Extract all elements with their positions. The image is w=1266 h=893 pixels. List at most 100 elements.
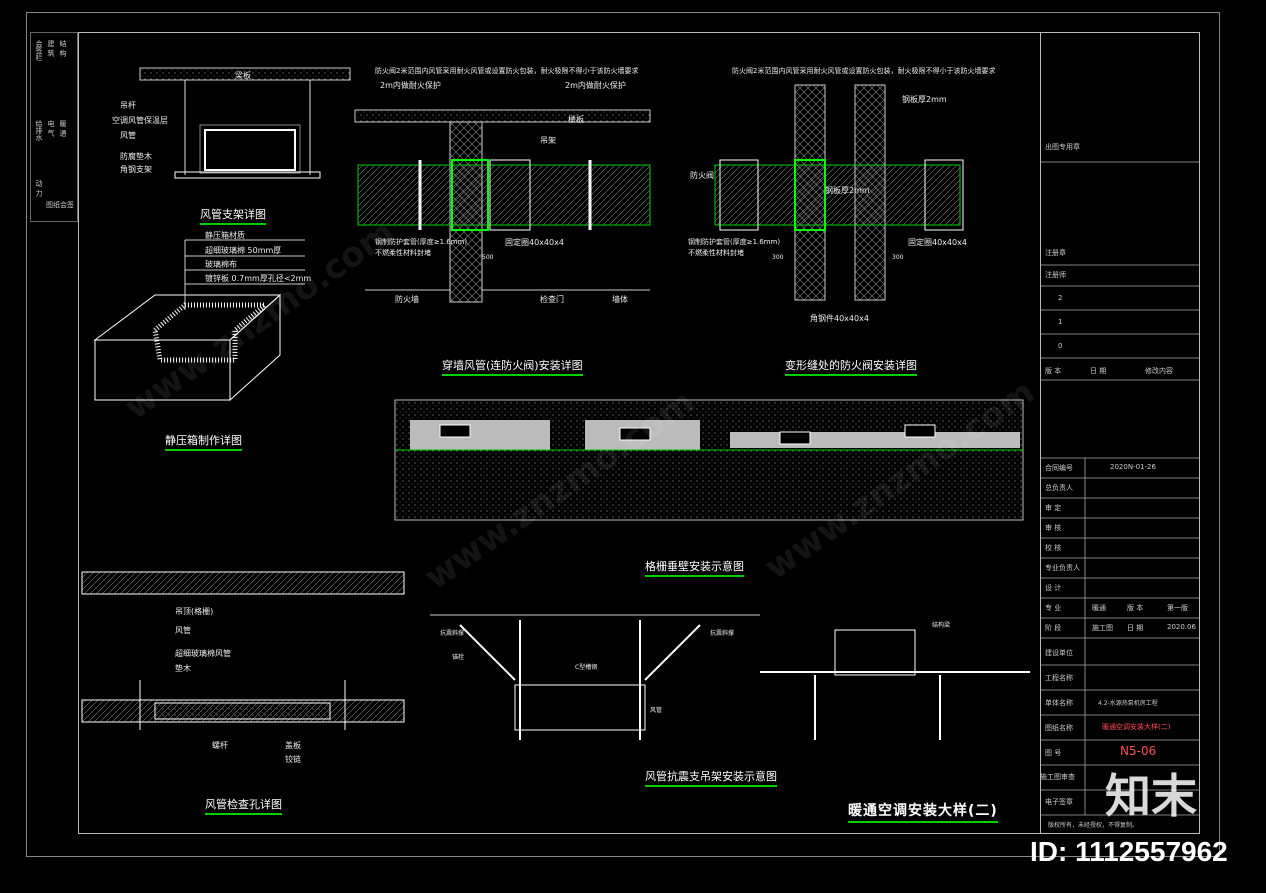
label-insul-thick: 超细玻璃棉 50mm厚	[205, 246, 282, 255]
label-dim-300b: 300	[892, 254, 904, 261]
tb-rev-1: 1	[1058, 318, 1063, 326]
label-flange-a: 固定圈40x40x4	[505, 238, 564, 247]
tb-drawing-no-label: 图 号	[1045, 749, 1062, 757]
label-duct: 风管	[120, 131, 136, 140]
label-steel-plate-a: 钢板厚2mm	[902, 95, 947, 104]
tb-date-val: 2020.06	[1167, 623, 1196, 631]
label-range-2m-a: 2m内做耐火保护	[380, 81, 441, 90]
label-galv: 镀锌板 0.7mm厚孔径<2mm	[205, 274, 312, 283]
label-anti-rot: 防腐垫木	[120, 152, 152, 161]
label-duct-b: 风管	[175, 626, 191, 635]
title-grille: 格栅垂壁安装示意图	[645, 558, 744, 577]
tb-row-4: 专业负责人	[1045, 564, 1080, 572]
label-note-top-right: 防火阀2米范围内风管采用耐火风管或设置防火包装，耐火极限不得小于该防火墙要求	[732, 67, 996, 75]
label-ceiling-hanger: 吊顶(格栅)	[175, 607, 214, 616]
label-wall: 墙体	[612, 295, 628, 304]
tb-contract-no: 2020N-01-26	[1110, 463, 1156, 471]
tb-project-label: 工程名称	[1045, 674, 1073, 682]
label-bolt: 螺杆	[212, 741, 228, 750]
label-slab: 楼板	[568, 115, 584, 124]
title-wall-duct: 穿墙风管(连防火阀)安装详图	[442, 357, 583, 376]
left-strip-1: 建 筑	[47, 40, 55, 57]
label-brace-b: 抗震斜撑	[710, 630, 735, 637]
tb-review-label: 施工图审查	[1040, 773, 1075, 781]
label-dim-300a: 300	[772, 254, 784, 261]
label-note-top-left: 防火阀2米范围内风管采用耐火风管或设置防火包装，耐火极限不得小于该防火墙要求	[375, 67, 639, 75]
tb-version-label: 版 本	[1127, 604, 1144, 612]
label-protective-a: 钢制防护套管(厚度≥1.6mm)	[375, 238, 468, 246]
title-deform-joint: 变形缝处的防火阀安装详图	[785, 357, 917, 376]
id-text: ID: 1112557962	[1030, 836, 1228, 867]
tb-rev-2: 2	[1058, 294, 1063, 302]
tb-row-5: 设 计	[1045, 584, 1062, 592]
tb-row-3: 校 核	[1045, 544, 1062, 552]
title-block-frame	[1040, 32, 1200, 834]
title-seismic: 风管抗震支吊架安装示意图	[645, 768, 777, 787]
tb-drawing-name-label: 图纸名称	[1045, 724, 1073, 732]
access-hole-detail	[81, 571, 405, 730]
deform-joint-detail	[714, 84, 964, 301]
tb-builder-label: 建设单位	[1045, 649, 1073, 657]
tb-rev-0: 0	[1058, 342, 1063, 350]
wall-duct-detail	[354, 109, 651, 303]
label-wood: 垫木	[175, 664, 191, 673]
tb-spec-val: 暖通	[1092, 604, 1106, 612]
tb-digital-label: 电子签章	[1045, 798, 1073, 806]
tb-footer: 版权所有，未经授权，不得复制。	[1048, 822, 1139, 829]
tb-version-val: 第一版	[1167, 604, 1188, 612]
tb-sub-val: 4.2-水源热泵机房工程	[1098, 700, 1158, 707]
label-angle-steel: 角钢支架	[120, 165, 152, 174]
label-wrap: 玻璃棉布	[205, 260, 237, 269]
plenum-box-detail	[93, 239, 305, 402]
left-strip-6: 动 力	[35, 180, 43, 197]
tb-sub-label: 单体名称	[1045, 699, 1073, 707]
title-duct-support: 风管支架详图	[200, 206, 266, 225]
grille-detail	[394, 399, 1024, 521]
label-brace-a: 抗震斜撑	[440, 630, 465, 637]
tb-spec-label: 专 业	[1045, 604, 1062, 612]
tb-row-0: 总负责人	[1045, 484, 1073, 492]
left-strip-0: 会签栏	[35, 40, 43, 61]
left-strip-4: 电 气	[47, 120, 55, 137]
label-access-door: 检查门	[540, 295, 564, 304]
tb-rev-h0: 版 本	[1045, 367, 1062, 375]
label-anchor: 锚栓	[452, 654, 465, 661]
label-steel-plate-b: 钢板厚2mm	[825, 186, 870, 195]
left-strip-2: 结 构	[59, 40, 67, 57]
label-protective-b: 钢制防护套管(厚度≥1.6mm)	[688, 238, 781, 246]
label-flange-b: 固定圈40x40x4	[908, 238, 967, 247]
left-strip-7: 图纸会签	[46, 201, 74, 209]
label-hanger-b: 吊架	[540, 136, 556, 145]
seismic-detail	[430, 614, 1030, 740]
main-title: 暖通空调安装大样(二)	[848, 800, 998, 823]
label-beam-b: 结构梁	[932, 622, 951, 629]
left-strip	[30, 32, 78, 222]
label-plenum-material: 静压箱材质	[205, 231, 245, 240]
label-cover: 盖板	[285, 741, 301, 750]
label-fire-damper: 防火阀	[690, 171, 714, 180]
title-plenum-box: 静压箱制作详图	[165, 432, 242, 451]
label-fill-b: 不燃柔性材料封堵	[688, 249, 744, 257]
duct-support-detail	[139, 67, 351, 179]
title-access-hole: 风管检查孔详图	[205, 796, 282, 815]
label-dim-500a: 500	[482, 254, 494, 261]
tb-date-label: 日 期	[1127, 624, 1144, 632]
label-hinge: 铰链	[285, 755, 301, 764]
label-fill-a: 不燃柔性材料封堵	[375, 249, 431, 257]
label-duct-c: 风管	[650, 707, 663, 714]
tb-phase-label: 阶 段	[1045, 624, 1062, 632]
tb-row-2: 审 核	[1045, 524, 1062, 532]
label-channel: C型槽钢	[575, 664, 598, 671]
tb-drawing-no: N5-06	[1120, 744, 1157, 758]
tb-contract-label: 合同编号	[1045, 464, 1073, 472]
tb-top-label: 出图专用章	[1045, 143, 1080, 151]
left-strip-3: 给排水	[35, 120, 43, 141]
label-range-2m-b: 2m内做耐火保护	[565, 81, 626, 90]
brand-logo: 知末	[1105, 769, 1197, 823]
title-block-lines	[1040, 161, 1200, 816]
label-hanger: 吊杆	[120, 101, 136, 110]
tb-row-1: 审 定	[1045, 504, 1062, 512]
outer-frame	[26, 12, 1220, 857]
label-insulation: 空调风管保温层	[112, 116, 168, 125]
